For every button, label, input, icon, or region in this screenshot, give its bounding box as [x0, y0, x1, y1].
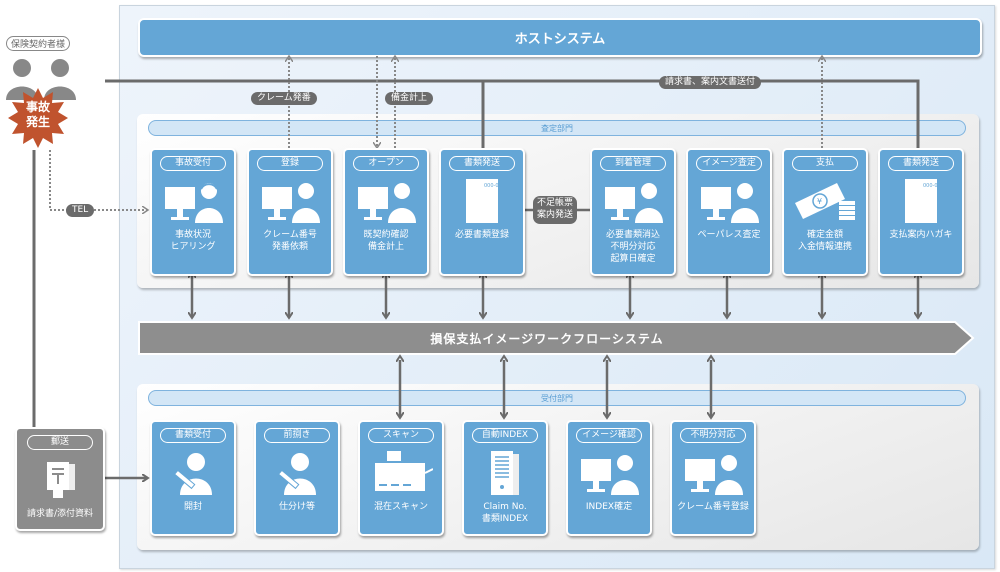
process-card: 到着管理必要書類消込 不明分対応 起算日確定 — [590, 148, 676, 276]
card-text: 事故状況 ヒアリング — [170, 230, 216, 252]
card-title: 到着管理 — [600, 156, 666, 171]
card-title: イメージ査定 — [696, 156, 762, 171]
mail-title: 郵送 — [27, 435, 93, 450]
card-title: 自動INDEX — [472, 428, 538, 443]
workflow-system-arrow — [138, 321, 975, 355]
process-card: 前捌き仕分け等 — [254, 420, 340, 536]
reception-dept-label: 受付部門 — [148, 390, 966, 406]
envelope-icon: 000-00 — [880, 179, 962, 223]
process-card: 不明分対応クレーム番号登録 — [670, 420, 756, 536]
card-text: Claim No. 書類INDEX — [481, 502, 529, 524]
assessment-dept-label: 査定部門 — [148, 120, 966, 136]
operator-computer-icon — [345, 179, 427, 223]
tag-reserve: 備金計上 — [385, 92, 434, 105]
tag-invoice-send: 請求書、案内文書送付 — [659, 76, 762, 89]
accident-badge-text: 事故 発生 — [25, 100, 50, 129]
server-icon — [464, 451, 546, 495]
host-system-bar: ホストシステム — [138, 18, 982, 57]
operator-computer-icon — [688, 179, 770, 223]
accident-burst-icon — [8, 88, 68, 148]
tag-tel: TEL — [66, 204, 95, 217]
mail-text: 請求書/添付資料 — [26, 509, 94, 519]
operator-headset-icon — [152, 179, 234, 223]
svg-text:000-00: 000-00 — [923, 183, 941, 189]
card-title: 書類発送 — [888, 156, 954, 171]
card-title: 事故受付 — [160, 156, 226, 171]
card-text: 支払案内ハガキ — [889, 230, 953, 240]
svg-text:¥: ¥ — [817, 197, 822, 206]
card-title: 書類発送 — [449, 156, 515, 171]
money-icon: ¥ — [784, 179, 866, 223]
person-pen-icon — [256, 451, 338, 495]
card-text: クレーム番号登録 — [677, 502, 749, 512]
operator-computer-icon — [249, 179, 331, 223]
card-title: 登録 — [257, 156, 323, 171]
host-system-title: ホストシステム — [514, 32, 606, 47]
customer-label: 保険契約者様 — [6, 36, 71, 51]
card-text: 確定金額 入金情報連携 — [797, 230, 852, 252]
card-text: INDEX確定 — [585, 502, 633, 512]
card-text: 開封 — [183, 502, 202, 512]
process-card: 書類発送 000-00 必要書類登録 — [439, 148, 525, 276]
mail-card: 郵送 請求書/添付資料 — [15, 427, 105, 531]
card-title: 不明分対応 — [680, 428, 746, 443]
person-pen-icon — [152, 451, 234, 495]
card-title: 前捌き — [264, 428, 330, 443]
operator-computer-icon — [568, 451, 650, 495]
process-card: 登録クレーム番号 発番依頼 — [247, 148, 333, 276]
tag-missing-docs: 不足帳票 案内発送 — [533, 196, 578, 224]
svg-text:000-00: 000-00 — [484, 183, 502, 189]
operator-computer-icon — [672, 451, 754, 495]
process-card: 事故受付事故状況 ヒアリング — [150, 148, 236, 276]
card-text: 必要書類登録 — [454, 230, 509, 240]
card-text: 仕分け等 — [278, 502, 315, 512]
card-text: 既契約確認 備金計上 — [363, 230, 409, 252]
card-title: 支払 — [792, 156, 858, 171]
card-title: イメージ確認 — [576, 428, 642, 443]
scanner-icon — [360, 451, 442, 495]
process-card: 支払 ¥ 確定金額 入金情報連携 — [782, 148, 868, 276]
process-card: 書類受付開封 — [150, 420, 236, 536]
card-text: ペーパレス査定 — [697, 230, 761, 240]
card-text: 混在スキャン — [373, 502, 428, 512]
process-card: スキャン混在スキャン — [358, 420, 444, 536]
process-card: 書類発送 000-00 支払案内ハガキ — [878, 148, 964, 276]
card-text: クレーム番号 発番依頼 — [263, 230, 317, 252]
card-title: オープン — [353, 156, 419, 171]
operator-computer-icon — [592, 179, 674, 223]
process-card: 自動INDEX Claim No. 書類INDEX — [462, 420, 548, 536]
mailbox-icon — [17, 458, 103, 502]
process-card: オープン既契約確認 備金計上 — [343, 148, 429, 276]
card-title: 書類受付 — [160, 428, 226, 443]
tag-claim-number: クレーム発番 — [251, 92, 317, 105]
workflow-system-title: 損保支払イメージワークフローシステム — [430, 331, 664, 346]
process-card: イメージ確認 INDEX確定 — [566, 420, 652, 536]
process-card: イメージ査定ペーパレス査定 — [686, 148, 772, 276]
envelope-icon: 000-00 — [441, 179, 523, 223]
card-title: スキャン — [368, 428, 434, 443]
card-text: 必要書類消込 不明分対応 起算日確定 — [605, 230, 660, 264]
